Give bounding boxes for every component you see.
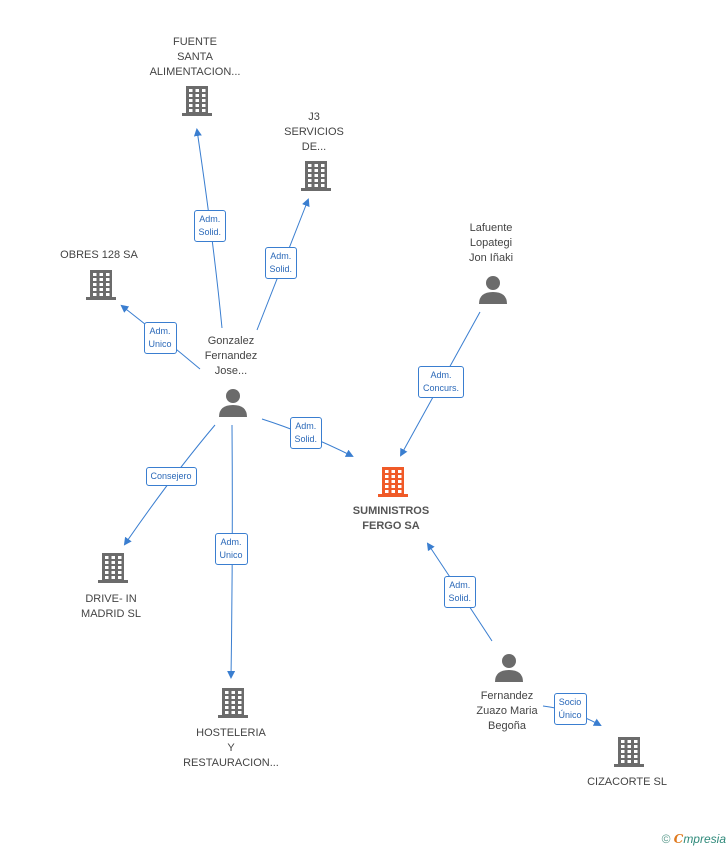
brand-rest: mpresia	[683, 832, 726, 846]
node-label-line: Fernandez	[480, 690, 534, 702]
node-label-line: SUMINISTROS	[352, 505, 430, 517]
edge-label-line: Adm.	[270, 251, 292, 261]
edge-label-e_sum_g[interactable]: Adm. Solid.	[289, 417, 323, 449]
edge-label-e_j3[interactable]: Adm. Solid.	[264, 247, 298, 279]
edge-label-line: Solid.	[198, 227, 222, 237]
person-icon[interactable]	[219, 389, 247, 417]
edge-label-line: Concurs.	[423, 383, 460, 393]
edge-label-e_obres[interactable]: Adm. Unico	[143, 322, 177, 354]
building-icon[interactable]	[86, 270, 116, 300]
building-icon-main[interactable]	[378, 467, 408, 497]
edge-label-line: Único	[558, 710, 582, 720]
edge-label-line: Unico	[148, 339, 172, 349]
building-icon[interactable]	[301, 161, 331, 191]
copyright-symbol: ©	[661, 832, 671, 846]
node-label-hosteleria[interactable]: HOSTELERIA Y RESTAURACION...	[166, 726, 296, 771]
node-label-line: OBRES 128 SA	[60, 249, 138, 261]
node-label-line: HOSTELERIA	[196, 727, 266, 739]
building-icon[interactable]	[614, 737, 644, 767]
edge-label-line: Adm.	[295, 421, 317, 431]
node-label-line: Y	[227, 742, 235, 754]
building-icon[interactable]	[218, 688, 248, 718]
edge-label-e_host[interactable]: Adm. Unico	[214, 533, 248, 565]
footer-brand: © Cmpresia	[662, 832, 726, 846]
node-label-line: SERVICIOS	[284, 126, 344, 138]
building-icon[interactable]	[182, 86, 212, 116]
node-label-line: DE...	[301, 141, 327, 153]
edge-label-line: Adm.	[220, 537, 242, 547]
person-icon[interactable]	[495, 654, 523, 682]
node-label-line: MADRID SL	[81, 608, 141, 620]
node-label-line: FERGO SA	[362, 520, 420, 532]
node-label-line: DRIVE- IN	[85, 593, 137, 605]
edge-label-e_sum_f[interactable]: Adm. Solid.	[443, 576, 477, 608]
node-label-cizacorte[interactable]: CIZACORTE SL	[562, 775, 692, 790]
node-label-line: Jon Iñaki	[468, 252, 514, 264]
node-label-line: Zuazo Maria	[476, 705, 538, 717]
node-label-line: CIZACORTE SL	[587, 776, 667, 788]
edge-label-line: Solid.	[448, 593, 472, 603]
node-label-line: ALIMENTACION...	[149, 66, 241, 78]
edge-label-line: Adm.	[149, 326, 171, 336]
node-label-suministros[interactable]: SUMINISTROS FERGO SA	[326, 504, 456, 534]
edge-label-line: Unico	[219, 550, 243, 560]
edge-label-line: Solid.	[269, 264, 293, 274]
node-label-line: Lafuente	[469, 222, 513, 234]
node-label-line: RESTAURACION...	[183, 757, 279, 769]
edge-label-e_drive[interactable]: Consejero	[145, 466, 197, 486]
edge-label-line: Solid.	[294, 434, 318, 444]
edge-label-line: Socio	[558, 697, 582, 707]
node-label-line: J3	[308, 111, 320, 123]
building-icon[interactable]	[98, 553, 128, 583]
node-label-line: Lopategi	[469, 237, 513, 249]
node-label-line: FUENTE	[173, 36, 217, 48]
node-label-line: Jose...	[214, 365, 248, 377]
edge-label-line: Adm.	[449, 580, 471, 590]
edge-label-e_sum_l[interactable]: Adm. Concurs.	[418, 366, 465, 398]
edge-label-line: Adm.	[430, 370, 452, 380]
node-label-obres[interactable]: OBRES 128 SA	[34, 248, 164, 263]
node-label-line: SANTA	[177, 51, 213, 63]
edge-label-line: Adm.	[199, 214, 221, 224]
node-label-drive[interactable]: DRIVE- IN MADRID SL	[46, 592, 176, 622]
node-label-fuente[interactable]: FUENTE SANTA ALIMENTACION...	[130, 35, 260, 80]
edge-label-line: Consejero	[150, 470, 192, 481]
person-icon[interactable]	[479, 276, 507, 304]
edge-label-e_fuente[interactable]: Adm. Solid.	[193, 210, 227, 242]
node-label-line: Gonzalez	[207, 335, 255, 347]
node-label-line: Fernandez	[204, 350, 258, 362]
brand-initial: C	[673, 832, 684, 846]
node-label-line: Begoña	[488, 720, 526, 732]
